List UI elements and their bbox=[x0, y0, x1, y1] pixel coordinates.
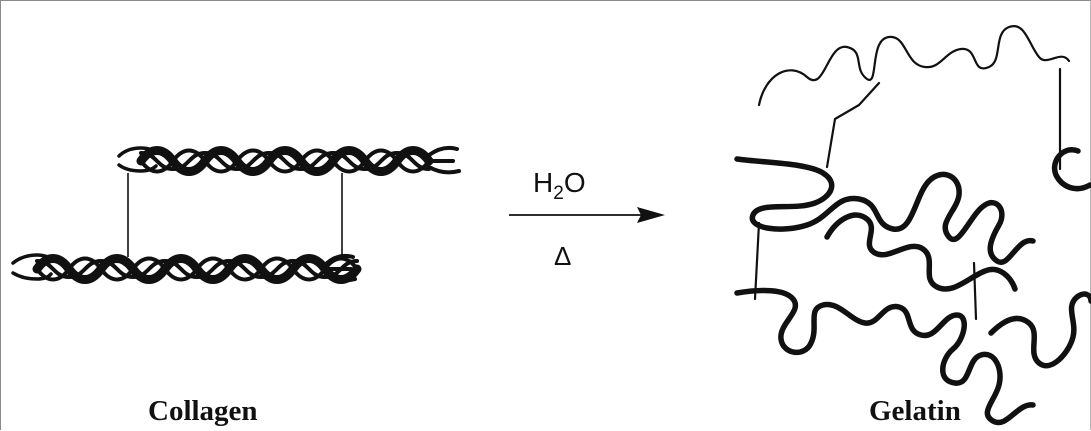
collagen-helix-top bbox=[117, 145, 461, 176]
collagen-label: Collagen bbox=[148, 395, 258, 427]
reagent-water-subscript: 2 bbox=[553, 183, 564, 204]
reaction-arrow bbox=[509, 207, 665, 223]
collagen-helix-bottom bbox=[11, 253, 362, 284]
gelatin-label: Gelatin bbox=[869, 395, 961, 427]
gelatin-thick-chains bbox=[734, 146, 1091, 426]
gelatin-thin-chains bbox=[753, 24, 1071, 321]
reagent-water-h: H bbox=[533, 167, 554, 198]
reagent-water: H2O bbox=[533, 167, 586, 204]
reagent-heat: Δ bbox=[554, 241, 572, 271]
collagen-crosslinks bbox=[127, 173, 343, 257]
reagent-water-o: O bbox=[563, 167, 586, 198]
